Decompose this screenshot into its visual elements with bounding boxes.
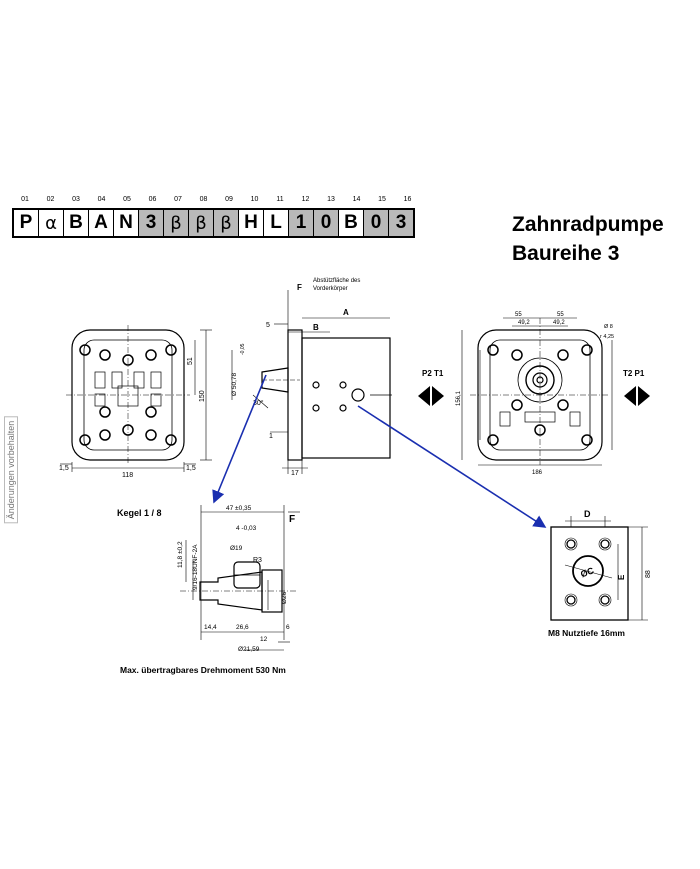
shaft-thread: 9/16-18UNF-2A — [192, 544, 199, 590]
code-position-01: 01 — [21, 196, 29, 203]
product-title: Zahnradpumpe Baureihe 3 — [512, 210, 664, 268]
flange-E: E — [617, 574, 626, 580]
side-dia: Ø 50,78 — [231, 372, 238, 396]
front-d150: 150 — [199, 390, 206, 402]
code-position-03: 03 — [72, 196, 80, 203]
shaft-torque: Max. übertragbares Drehmoment 530 Nm — [120, 665, 286, 675]
code-position-04: 04 — [97, 196, 106, 203]
side-a30: 30° — [253, 399, 264, 407]
flange-detail — [550, 516, 648, 621]
detail-arrow-flange — [357, 405, 547, 528]
code-box-03: B — [64, 210, 89, 236]
side-F: F — [297, 283, 302, 292]
shaft-d12: 12 — [260, 636, 268, 643]
code-position-08: 08 — [199, 196, 208, 203]
shaft-d266: 26,6 — [236, 624, 249, 631]
side-A: A — [343, 308, 349, 317]
code-box-15: 0 — [364, 210, 389, 236]
code-box-12: 1 — [289, 210, 314, 236]
code-position-15: 15 — [378, 196, 386, 203]
shaft-d26: Ø26 — [281, 591, 288, 604]
code-position-07: 07 — [174, 196, 182, 203]
rear-w55a: 55 — [515, 312, 522, 318]
shaft-kegel: Kegel 1 / 8 — [117, 508, 162, 518]
rear-P2T1: P2 T1 — [422, 369, 444, 378]
shaft-d6: 6 — [286, 624, 290, 631]
code-position-14: 14 — [352, 196, 361, 203]
flange-C: ØC — [579, 565, 596, 579]
code-box-02: α — [39, 210, 64, 236]
rear-hole: Ø 8 — [604, 324, 613, 330]
front-view — [60, 325, 212, 472]
detail-arrow-shaft — [212, 374, 267, 504]
port-arrow-right — [624, 386, 650, 406]
flange-d88: 88 — [645, 570, 652, 578]
side-view — [231, 290, 392, 474]
front-d51: 51 — [187, 357, 194, 365]
code-position-12: 12 — [301, 196, 310, 203]
code-box-14: B — [339, 210, 364, 236]
code-box-10: H — [239, 210, 264, 236]
code-position-09: 09 — [225, 196, 233, 203]
shaft-F: F — [289, 514, 295, 525]
shaft-d19: Ø19 — [230, 545, 243, 552]
code-position-06: 06 — [148, 196, 157, 203]
rear-view — [461, 317, 613, 466]
side-d17: 17 — [291, 470, 299, 477]
code-box-01: P — [14, 210, 39, 236]
flange-note: M8 Nutztiefe 16mm — [548, 628, 625, 638]
rear-w55b: 55 — [557, 312, 564, 318]
code-box-04: A — [89, 210, 114, 236]
port-arrow-left — [418, 386, 444, 406]
code-box-13: 0 — [314, 210, 339, 236]
code-position-11: 11 — [276, 196, 284, 203]
side-d5: 5 — [266, 322, 270, 329]
rear-w492a: 49,2 — [518, 320, 530, 326]
code-position-16: 16 — [403, 196, 412, 203]
shaft-d144: 14,4 — [204, 624, 217, 631]
shaft-detail — [180, 505, 300, 651]
front-d15b: 1,5 — [186, 465, 196, 472]
side-d1: 1 — [269, 433, 273, 440]
rear-w186: 186 — [532, 470, 543, 476]
code-box-16: 3 — [389, 210, 413, 236]
code-box-07: β — [164, 210, 189, 236]
shaft-d2159: Ø21,59 — [238, 646, 260, 653]
side-tol: -0,05 — [240, 343, 246, 355]
side-abstuetz-2: Vorderkörper — [313, 286, 348, 292]
code-position-05: 05 — [123, 196, 131, 203]
code-position-13: 13 — [327, 196, 335, 203]
code-box-06: 3 — [139, 210, 164, 236]
flange-D: D — [584, 509, 591, 519]
front-d15a: 1,5 — [59, 465, 69, 472]
code-position-10: 10 — [250, 196, 259, 203]
code-position-02: 02 — [46, 196, 55, 203]
shaft-r3: R3 — [253, 557, 262, 564]
rear-w492b: 49,2 — [553, 320, 565, 326]
side-abstuetz-1: Abstützfläche des — [313, 278, 360, 284]
code-box-05: N — [114, 210, 139, 236]
rear-T2P1: T2 P1 — [623, 369, 645, 378]
title-line1: Zahnradpumpe — [512, 213, 664, 236]
code-box-11: L — [264, 210, 289, 236]
rear-r425: r 4,25 — [600, 334, 614, 340]
shaft-d118: 11,8 ±0,2 — [177, 541, 184, 568]
title-line2: Baureihe 3 — [512, 242, 620, 265]
front-d118: 118 — [122, 472, 133, 479]
code-box-08: β — [189, 210, 214, 236]
code-box-09: β — [214, 210, 239, 236]
shaft-d47: 47 ±0,35 — [226, 505, 252, 512]
side-B: B — [313, 323, 319, 332]
shaft-key: 4 -0,03 — [236, 525, 257, 532]
rear-d1561: 156,1 — [456, 390, 462, 406]
